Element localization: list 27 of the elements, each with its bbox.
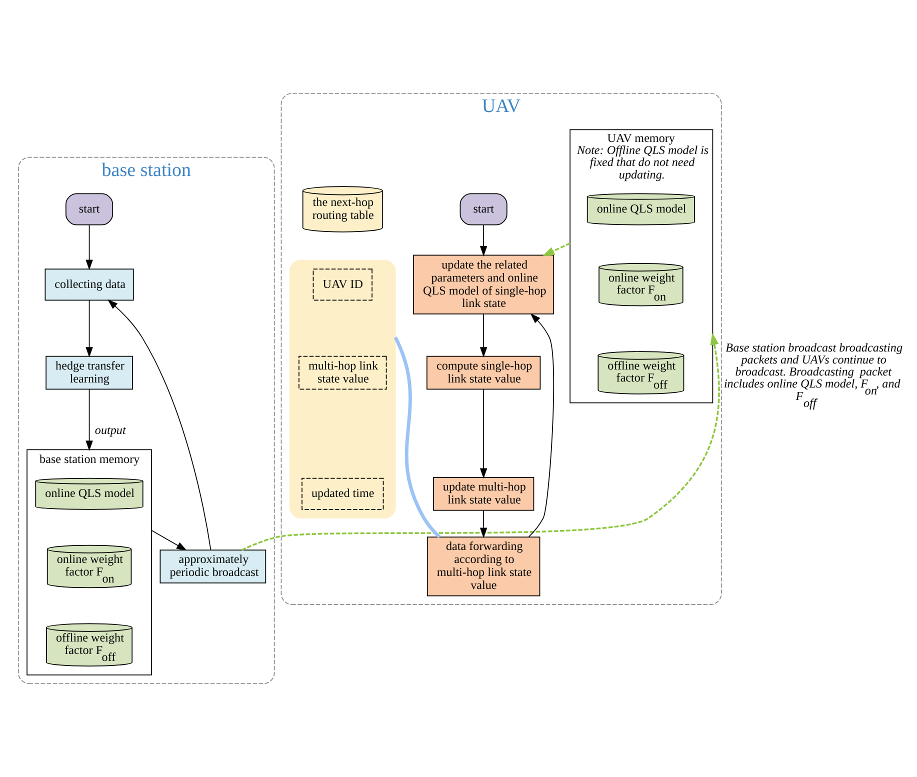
node-box: multi-hop link state value [298, 356, 387, 390]
node-box: start [460, 193, 508, 226]
node-box: updated time [302, 478, 384, 510]
node-box: start [66, 193, 114, 226]
node-box: UAV ID [312, 268, 372, 301]
connector [394, 336, 441, 538]
arrow [528, 313, 554, 538]
arrow [542, 242, 570, 256]
arrow [107, 299, 212, 550]
cluster [289, 260, 396, 518]
arrow [480, 388, 488, 479]
node-box: compute single-hop link state value [426, 356, 541, 390]
arrow [86, 388, 93, 452]
edge-label: output [94, 422, 126, 437]
arrow [480, 314, 488, 358]
arrow [480, 510, 488, 538]
node-box: approximately periodic broadcast [160, 550, 266, 584]
arrow [86, 300, 93, 358]
arrow [241, 332, 720, 551]
arrow [480, 224, 488, 256]
node-box: update the related parameters and online QLS model of single-hop link state [413, 254, 554, 314]
node-box: hedge transfer learning [46, 356, 133, 390]
node-box: data forwarding according to multi-hop link state value [426, 536, 540, 596]
arrow [86, 224, 93, 270]
node-box: update multi-hop link state value [433, 476, 534, 511]
arrow [151, 530, 187, 551]
node-box: collecting data [44, 268, 134, 301]
